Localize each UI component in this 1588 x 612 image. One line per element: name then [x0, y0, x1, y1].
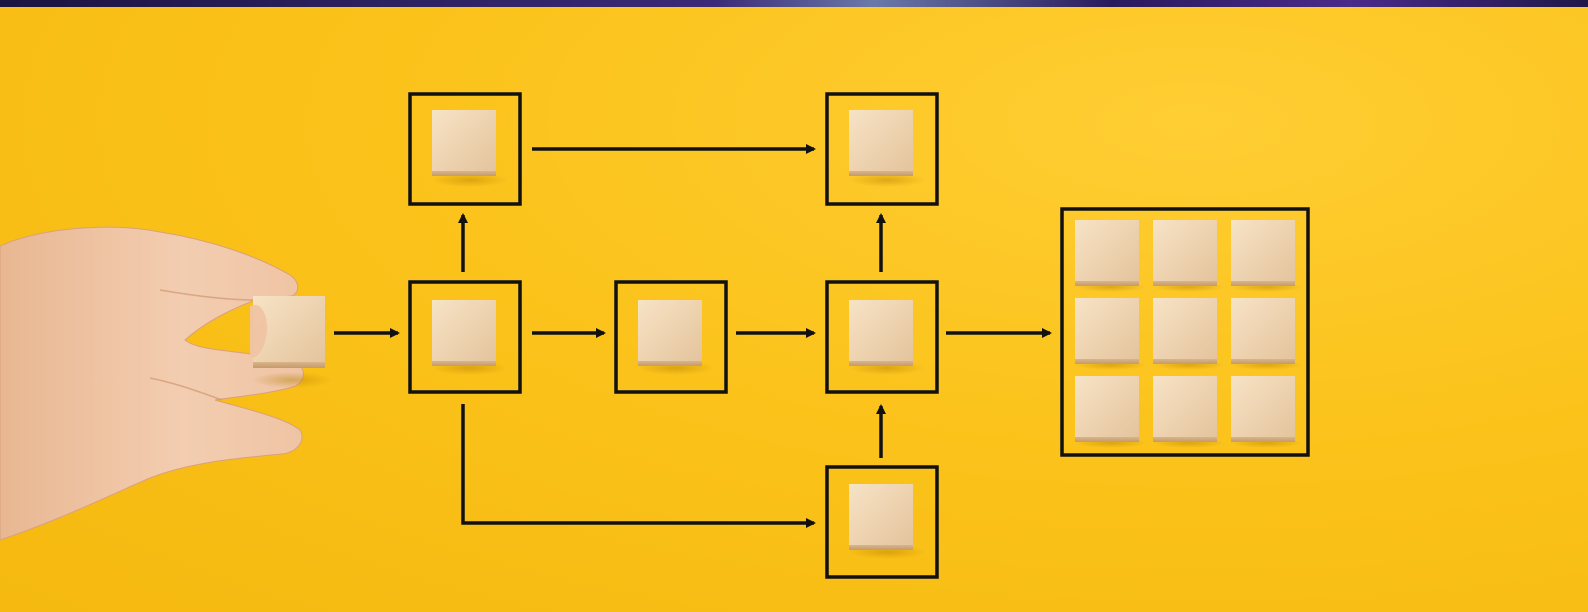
- output-block: [1231, 298, 1303, 370]
- process-step-top-left: [408, 92, 522, 206]
- output-block: [1153, 376, 1225, 448]
- flow-arrows: [334, 144, 1052, 528]
- arrow-start-to-bottom: [461, 404, 816, 528]
- output-block: [1231, 376, 1303, 448]
- output-block: [1075, 376, 1147, 448]
- output-block: [1075, 220, 1147, 292]
- output-block: [1075, 298, 1147, 370]
- process-step-right: [825, 280, 939, 394]
- output-block: [1153, 220, 1225, 292]
- hand: [0, 226, 304, 541]
- process-step-start: [408, 280, 522, 394]
- top-decorative-strip: [0, 0, 1588, 7]
- process-step-top-right: [825, 92, 939, 206]
- output-block: [1231, 220, 1303, 292]
- process-step-bottom: [825, 465, 939, 579]
- output-grid-blocks: [1075, 220, 1303, 448]
- output-grid: [1060, 207, 1310, 457]
- hand-with-block: [0, 226, 332, 541]
- output-block: [1153, 298, 1225, 370]
- process-step-middle: [614, 280, 728, 394]
